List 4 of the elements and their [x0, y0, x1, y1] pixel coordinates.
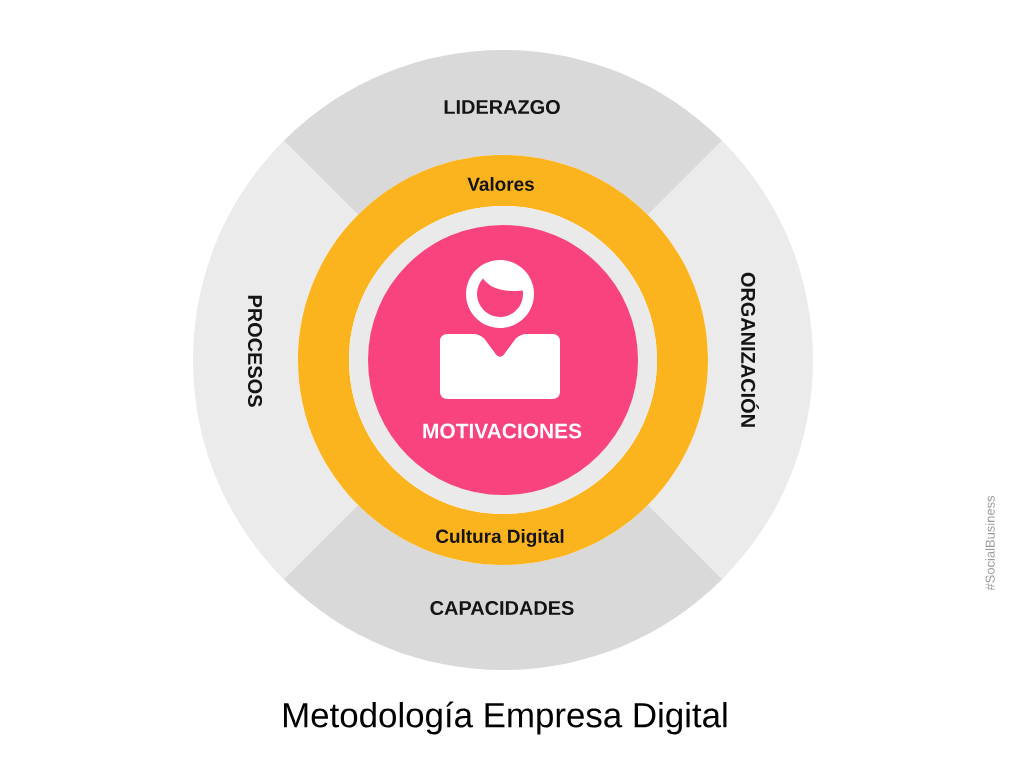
segment: ORGANIZACIÓN	[647, 140, 813, 580]
caption: Metodología Empresa Digital	[284, 701, 727, 735]
segment: PROCESOS	[193, 140, 359, 580]
side-label: #SocialBusiness	[985, 495, 995, 591]
